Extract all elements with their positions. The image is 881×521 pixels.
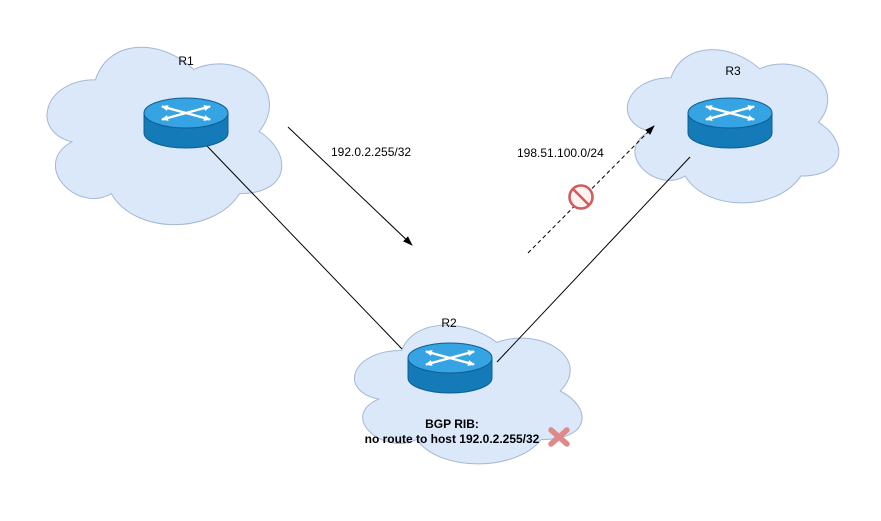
bgp-rib-note: BGP RIB: no route to host 192.0.2.255/32 <box>365 417 540 447</box>
node-label-r3: R3 <box>725 64 741 78</box>
node-label-r2: R2 <box>441 316 457 330</box>
bgp-rib-note-title: BGP RIB: <box>425 417 479 431</box>
route-arrow-192 <box>287 126 413 246</box>
error-x-icon <box>548 427 570 447</box>
bgp-rib-note-detail: no route to host 192.0.2.255/32 <box>364 432 540 446</box>
router-icon-r1 <box>144 98 228 148</box>
router-icon-r3 <box>688 98 772 148</box>
route-arrow-198 <box>527 125 655 254</box>
node-label-r1: R1 <box>178 54 194 68</box>
no-entry-icon <box>568 184 594 210</box>
link-r2-r3 <box>496 156 691 363</box>
edge-label-blocked-route: 198.51.100.0/24 <box>517 146 604 160</box>
router-icon-r2 <box>408 343 492 393</box>
link-r1-r2 <box>206 145 403 350</box>
edge-label-route-advertisement: 192.0.2.255/32 <box>331 145 412 159</box>
